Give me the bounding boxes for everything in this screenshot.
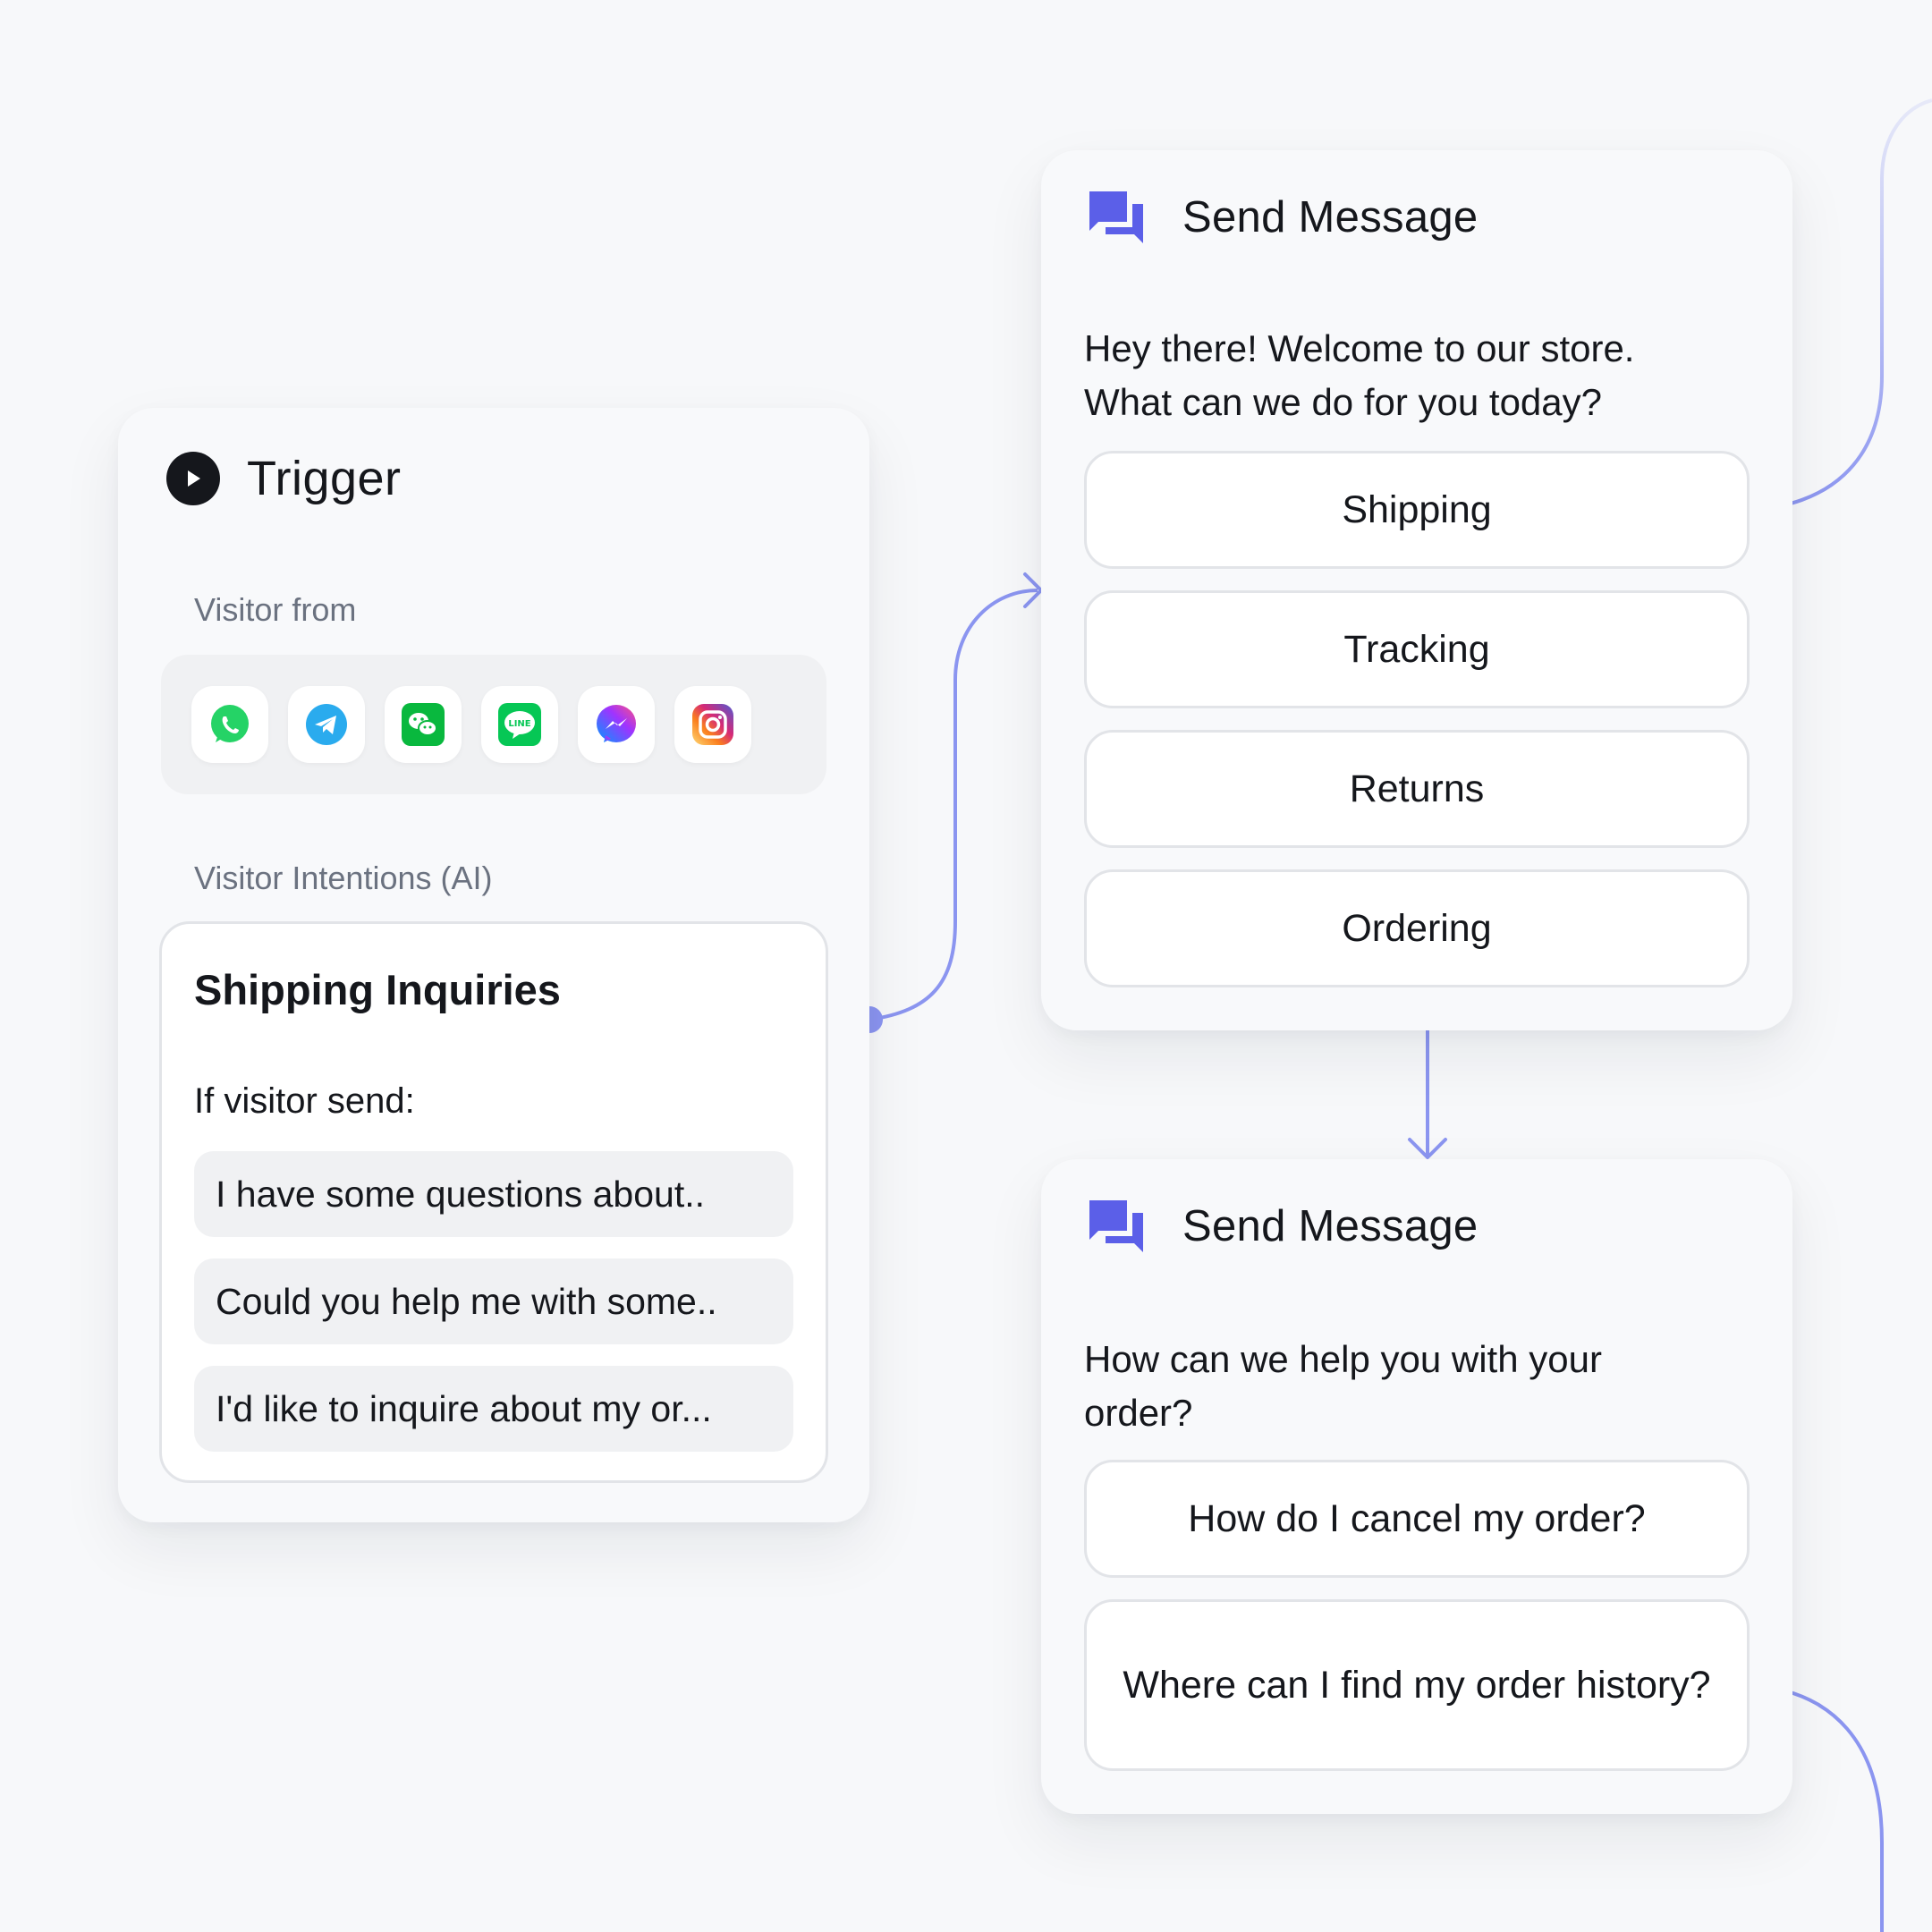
option-order-history[interactable]: Where can I find my order history?	[1084, 1599, 1750, 1771]
message-text: Hey there! Welcome to our store. What ca…	[1084, 327, 1635, 423]
option-returns[interactable]: Returns	[1084, 730, 1750, 848]
connector-arrowhead	[1023, 572, 1043, 608]
trigger-card[interactable]: Trigger Visitor from	[118, 408, 869, 1522]
play-icon	[166, 452, 220, 505]
intent-phrase[interactable]: I have some questions about..	[194, 1151, 793, 1237]
intent-title: Shipping Inquiries	[194, 966, 561, 1013]
option-tracking[interactable]: Tracking	[1084, 590, 1750, 708]
intent-condition: If visitor send:	[194, 1081, 415, 1121]
message-header: Send Message	[1088, 186, 1478, 248]
visitor-from-label: Visitor from	[194, 591, 357, 628]
chat-bubbles-icon	[1088, 1195, 1145, 1257]
instagram-icon[interactable]	[674, 686, 751, 763]
send-message-card[interactable]: Send Message How can we help you with yo…	[1041, 1159, 1792, 1814]
message-title: Send Message	[1182, 1201, 1479, 1250]
intent-phrase[interactable]: Could you help me with some..	[194, 1258, 793, 1344]
chat-bubbles-icon	[1088, 186, 1145, 248]
intent-phrase[interactable]: I'd like to inquire about my or...	[194, 1366, 793, 1452]
intent-card[interactable]: Shipping Inquiries If visitor send: I ha…	[159, 921, 828, 1483]
message-title: Send Message	[1182, 192, 1479, 242]
svg-text:LINE: LINE	[508, 719, 530, 729]
connector-arrowhead	[1408, 1138, 1447, 1159]
message-header: Send Message	[1088, 1195, 1478, 1257]
send-message-card[interactable]: Send Message Hey there! Welcome to our s…	[1041, 150, 1792, 1030]
trigger-header: Trigger	[166, 451, 402, 506]
whatsapp-icon[interactable]	[191, 686, 268, 763]
trigger-title: Trigger	[247, 452, 402, 505]
line-icon[interactable]: LINE	[481, 686, 558, 763]
channel-list: LINE	[161, 655, 826, 794]
option-shipping[interactable]: Shipping	[1084, 451, 1750, 569]
wechat-icon[interactable]	[385, 686, 462, 763]
telegram-icon[interactable]	[288, 686, 365, 763]
option-ordering[interactable]: Ordering	[1084, 869, 1750, 987]
visitor-intentions-label: Visitor Intentions (AI)	[194, 860, 493, 896]
messenger-icon[interactable]	[578, 686, 655, 763]
connector-trigger-to-message	[869, 589, 1038, 1021]
message-text: How can we help you with your order?	[1084, 1338, 1602, 1434]
option-cancel-order[interactable]: How do I cancel my order?	[1084, 1460, 1750, 1578]
